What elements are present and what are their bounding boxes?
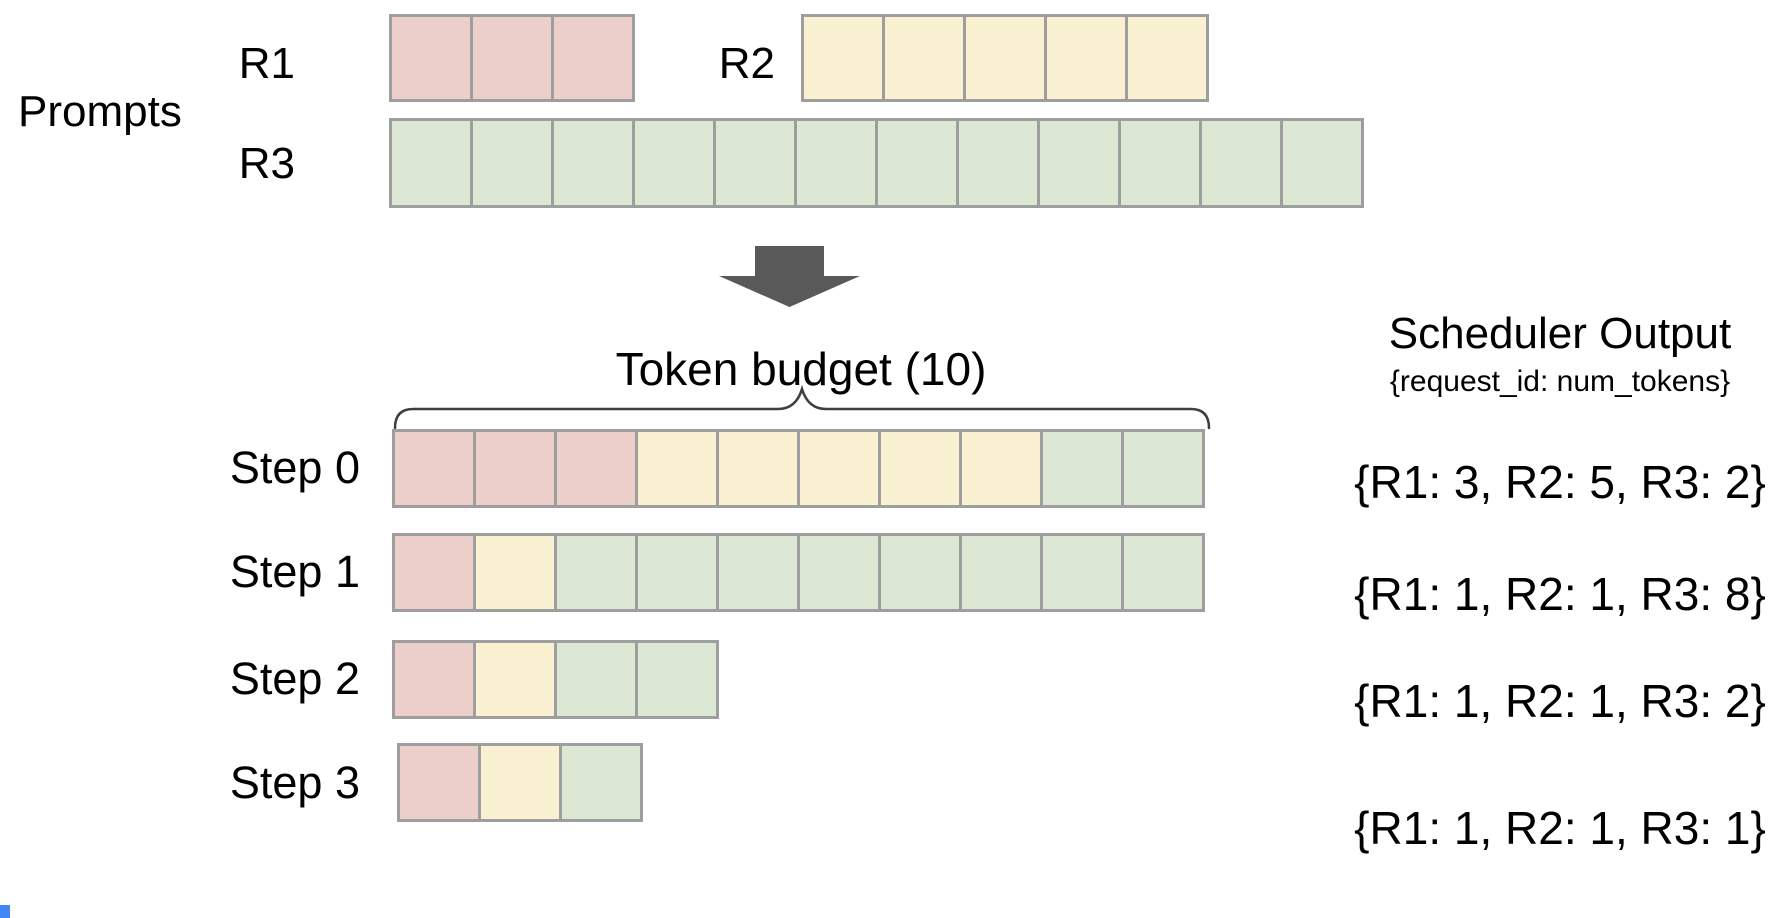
token-cell-r3 (797, 121, 878, 205)
token-cell-r2 (476, 643, 557, 716)
step-row-3 (397, 743, 643, 822)
token-cell-r3 (638, 536, 719, 609)
token-cell-r3 (562, 746, 640, 819)
token-cell-r3 (1283, 121, 1361, 205)
scheduler-output-step-0: {R1: 3, R2: 5, R3: 2} (1354, 456, 1766, 508)
token-cell-r3 (962, 536, 1043, 609)
token-cell-r2 (962, 432, 1043, 505)
step-row-0 (392, 429, 1205, 508)
step-label-2: Step 2 (229, 653, 360, 704)
token-cell-r1 (557, 432, 638, 505)
token-cell-r2 (800, 432, 881, 505)
token-cell-r1 (392, 17, 473, 99)
token-cell-r3 (473, 121, 554, 205)
step-row-2 (392, 640, 719, 719)
token-cell-r3 (1124, 536, 1202, 609)
token-cell-r2 (719, 432, 800, 505)
token-cell-r1 (554, 17, 632, 99)
token-cell-r3 (554, 121, 635, 205)
token-cell-r3 (800, 536, 881, 609)
token-cell-r3 (635, 121, 716, 205)
prompt-label-r3: R3 (238, 139, 295, 188)
scheduler-output-step-3: {R1: 1, R2: 1, R3: 1} (1354, 802, 1766, 854)
step-row-1 (392, 533, 1205, 612)
scheduler-output-subtitle: {request_id: num_tokens} (1389, 365, 1731, 398)
token-cell-r2 (476, 536, 557, 609)
token-cell-r3 (959, 121, 1040, 205)
token-cell-r3 (392, 121, 473, 205)
token-budget-brace (393, 384, 1211, 430)
token-cell-r2 (1047, 17, 1128, 99)
scheduler-output-step-2: {R1: 1, R2: 1, R3: 2} (1354, 675, 1766, 727)
token-cell-r1 (395, 432, 476, 505)
scheduler-output-step-1: {R1: 1, R2: 1, R3: 8} (1354, 568, 1766, 620)
token-cell-r2 (966, 17, 1047, 99)
token-cell-r3 (1202, 121, 1283, 205)
brace-path (393, 384, 1211, 430)
down-arrow-icon (719, 246, 860, 308)
token-cell-r1 (395, 643, 476, 716)
step-label-1: Step 1 (229, 546, 360, 597)
token-cell-r3 (557, 643, 638, 716)
token-cell-r3 (716, 121, 797, 205)
token-cell-r3 (1124, 432, 1202, 505)
token-cell-r2 (881, 432, 962, 505)
token-cell-r3 (881, 536, 962, 609)
scheduler-output-title: Scheduler Output (1388, 309, 1732, 358)
prompt-row-r2 (801, 14, 1209, 102)
token-cell-r1 (473, 17, 554, 99)
prompts-section-label: Prompts (18, 87, 182, 136)
token-cell-r3 (1121, 121, 1202, 205)
token-cell-r2 (481, 746, 562, 819)
token-cell-r3 (719, 536, 800, 609)
down-arrow-shape (719, 246, 860, 307)
token-cell-r1 (400, 746, 481, 819)
token-cell-r3 (1040, 121, 1121, 205)
token-cell-r2 (638, 432, 719, 505)
step-label-3: Step 3 (229, 757, 360, 808)
prompt-row-r3 (389, 118, 1364, 208)
token-cell-r2 (804, 17, 885, 99)
prompt-label-r2: R2 (718, 39, 775, 88)
step-label-0: Step 0 (229, 442, 360, 493)
token-cell-r3 (638, 643, 716, 716)
token-budget-label: Token budget (10) (615, 343, 987, 395)
prompt-label-r1: R1 (238, 39, 295, 88)
blue-corner-artifact (0, 905, 10, 918)
token-cell-r3 (1043, 536, 1124, 609)
prompt-row-r1 (389, 14, 635, 102)
token-cell-r1 (395, 536, 476, 609)
token-cell-r3 (878, 121, 959, 205)
token-cell-r3 (557, 536, 638, 609)
token-cell-r3 (1043, 432, 1124, 505)
token-cell-r2 (1128, 17, 1206, 99)
token-cell-r2 (885, 17, 966, 99)
token-cell-r1 (476, 432, 557, 505)
